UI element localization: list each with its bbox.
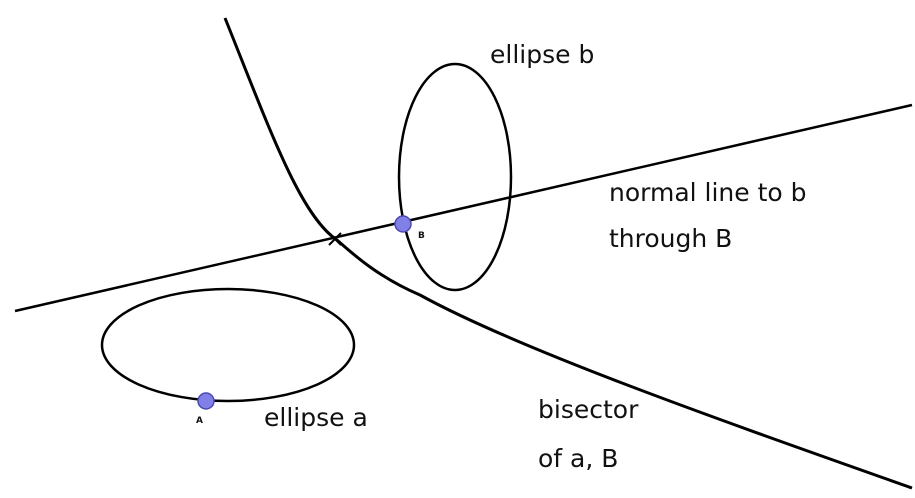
point-a[interactable] [197, 392, 215, 410]
label-normal-line-1: normal line to b [609, 178, 807, 207]
label-ellipse-b: ellipse b [490, 40, 595, 69]
label-point-a: A [196, 416, 203, 426]
ellipse-a [100, 287, 356, 403]
label-bisector-1: bisector [538, 395, 639, 424]
label-bisector-2: of a, B [538, 444, 619, 473]
normal-line [14, 103, 913, 313]
label-point-b: B [418, 231, 425, 241]
label-ellipse-a: ellipse a [264, 403, 368, 432]
ellipse-b [397, 62, 513, 292]
intersection-marker [328, 232, 342, 246]
point-b[interactable] [394, 215, 412, 233]
bisector-curve [223, 17, 913, 490]
label-normal-line-2: through B [609, 224, 733, 253]
